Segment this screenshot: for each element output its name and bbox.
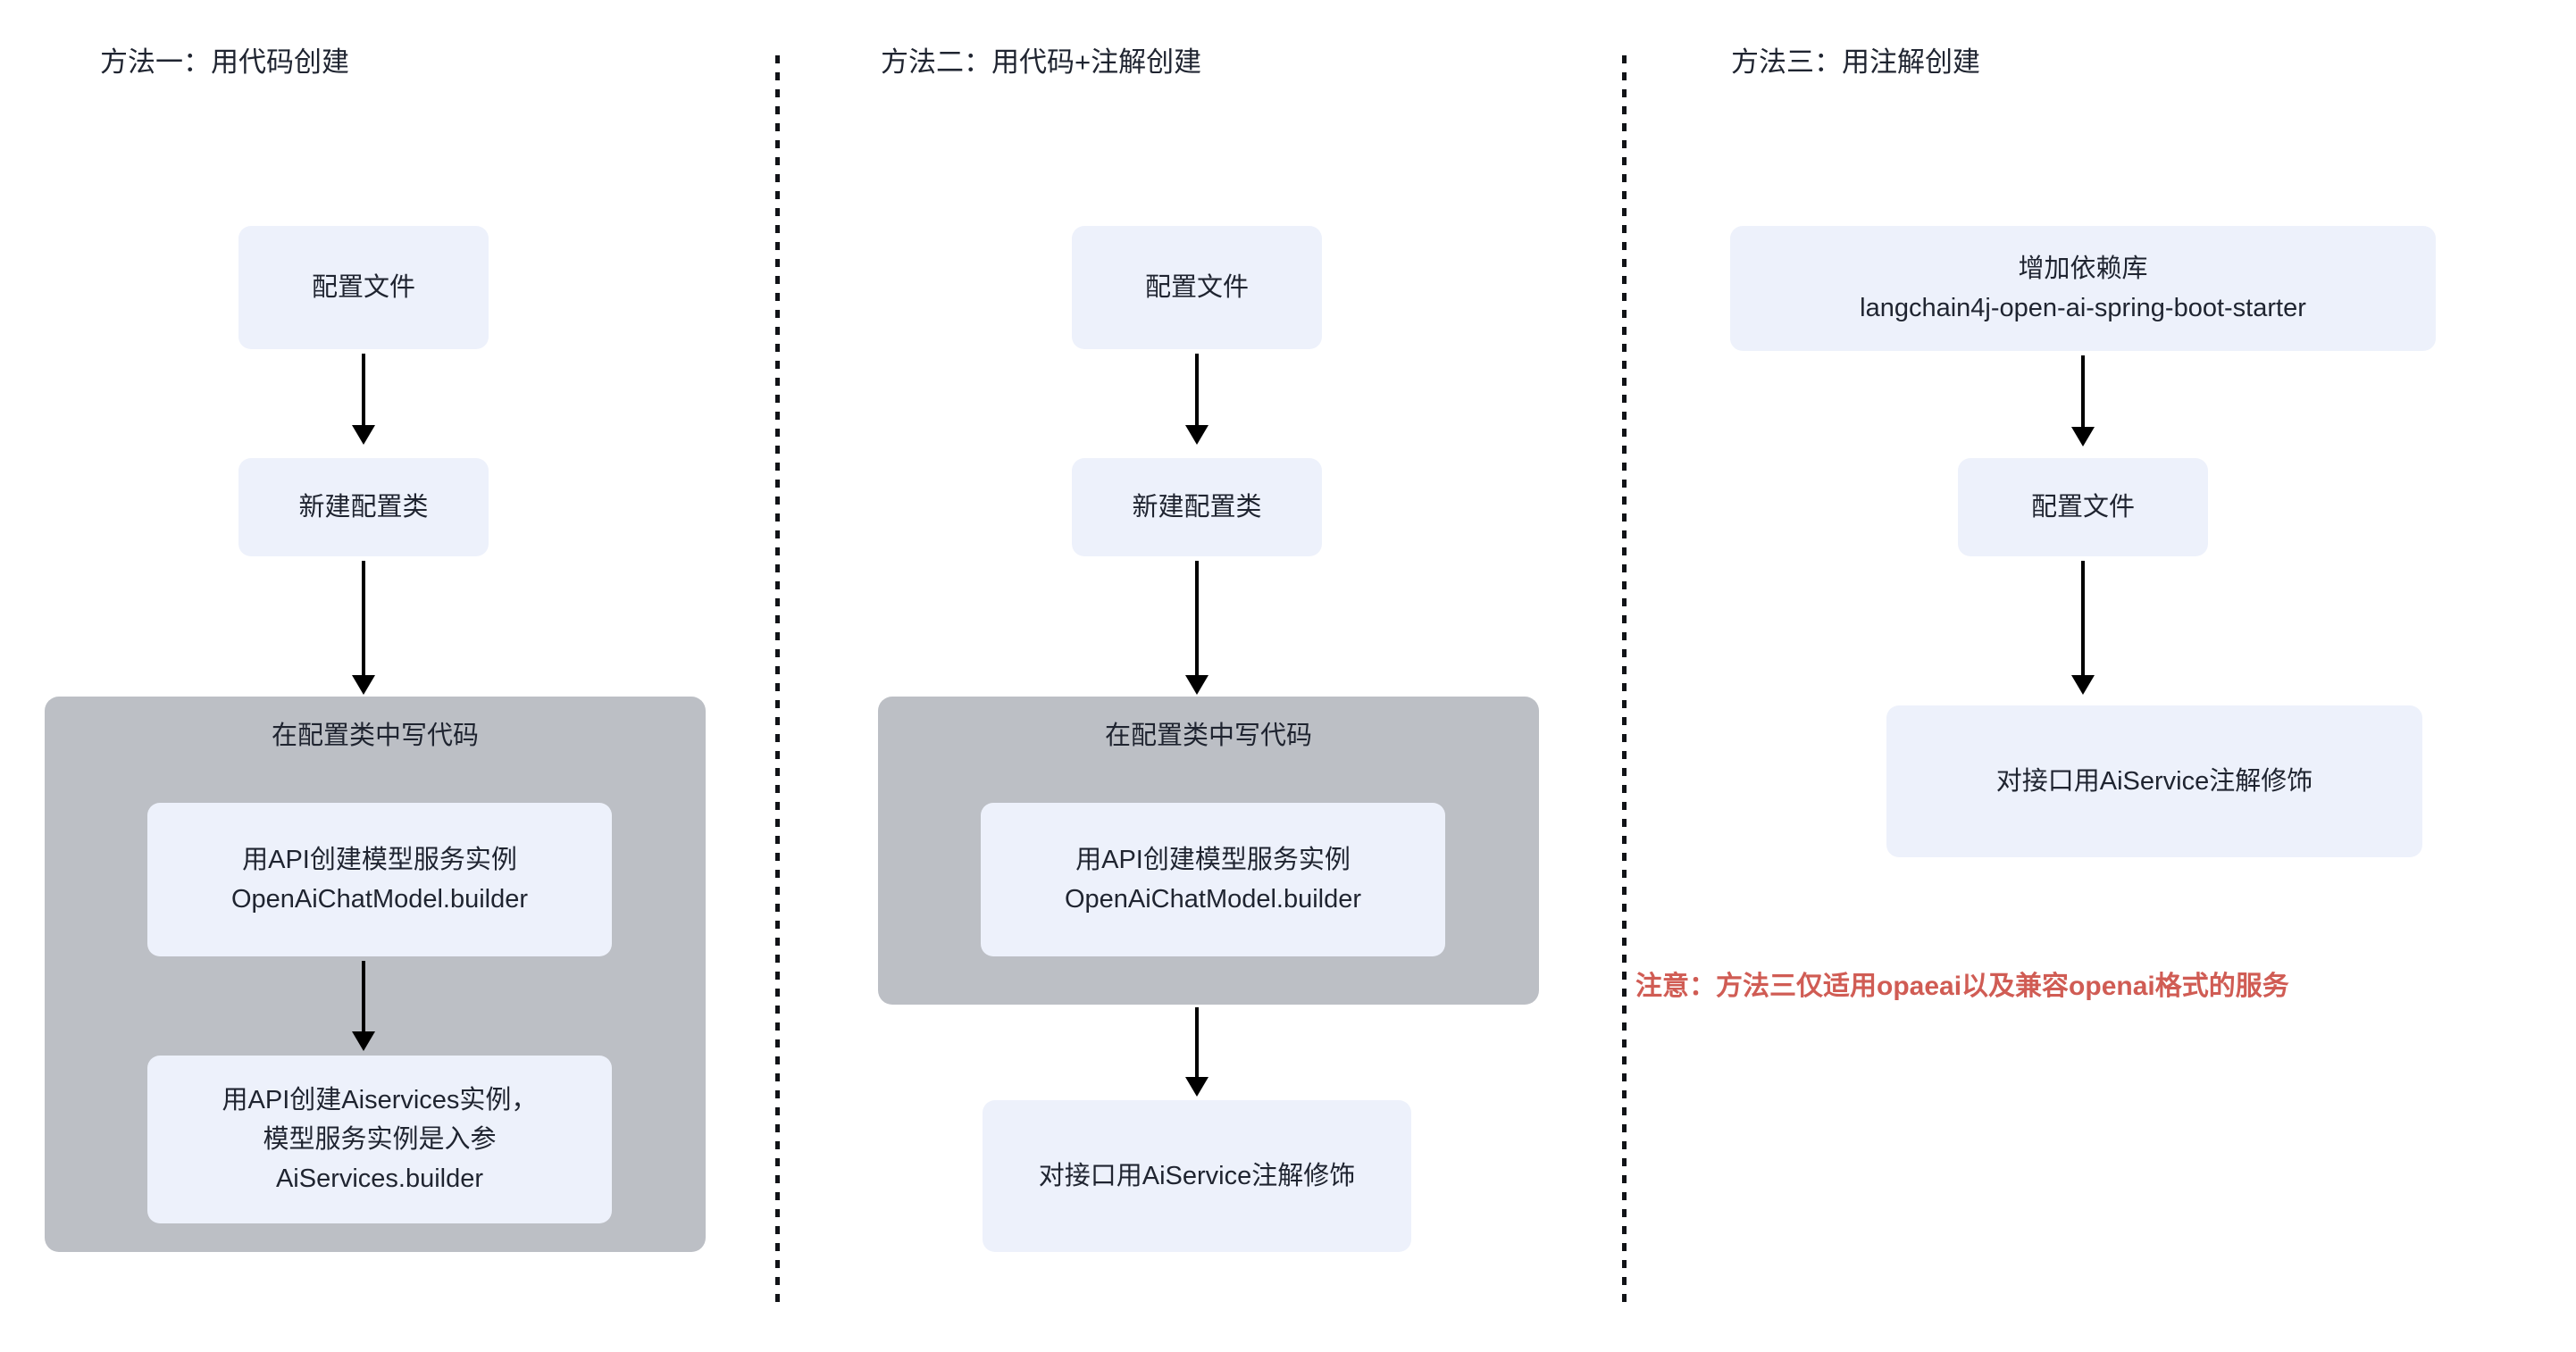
- node-annotate-interface-with-aiservice[interactable]: 对接口用AiService注解修饰: [1886, 705, 2422, 857]
- arrow-config-to-class: [1185, 354, 1209, 445]
- column-method-three: 方法三：用注解创建 增加依赖库 langchain4j-open-ai-spri…: [1627, 0, 2576, 1352]
- arrow-config-to-class: [352, 354, 375, 445]
- arrow-config-to-aiservice-annotation: [2071, 561, 2095, 695]
- column-method-two: 方法二：用代码+注解创建 配置文件 新建配置类 在配置类中写代码 用API创建模…: [780, 0, 1622, 1352]
- column-3-title: 方法三：用注解创建: [1731, 46, 1980, 78]
- node-add-dependency[interactable]: 增加依赖库 langchain4j-open-ai-spring-boot-st…: [1730, 226, 2436, 351]
- arrow-dependency-to-config: [2071, 355, 2095, 446]
- arrow-class-to-group: [352, 561, 375, 695]
- group-write-code-in-config-class: 在配置类中写代码 用API创建模型服务实例 OpenAiChatModel.bu…: [45, 697, 706, 1252]
- arrow-class-to-group: [1185, 561, 1209, 695]
- group-2-title: 在配置类中写代码: [1104, 722, 1312, 750]
- arrow-model-to-aiservices: [352, 961, 375, 1051]
- group-write-code-in-config-class: 在配置类中写代码 用API创建模型服务实例 OpenAiChatModel.bu…: [878, 697, 1539, 1005]
- group-1-title: 在配置类中写代码: [271, 722, 479, 750]
- node-create-model-service[interactable]: 用API创建模型服务实例 OpenAiChatModel.builder: [981, 803, 1445, 956]
- column-method-one: 方法一：用代码创建 配置文件 新建配置类 在配置类中写代码 用API创建模型服务…: [0, 0, 775, 1352]
- column-1-title: 方法一：用代码创建: [100, 46, 349, 78]
- node-new-config-class[interactable]: 新建配置类: [238, 458, 489, 556]
- column-divider-2: [1622, 55, 1627, 1310]
- column-2-title: 方法二：用代码+注解创建: [881, 46, 1202, 78]
- node-config-file[interactable]: 配置文件: [238, 226, 489, 349]
- node-annotate-interface-with-aiservice[interactable]: 对接口用AiService注解修饰: [983, 1100, 1411, 1252]
- node-new-config-class[interactable]: 新建配置类: [1072, 458, 1322, 556]
- column-divider-1: [775, 55, 780, 1310]
- node-config-file[interactable]: 配置文件: [1958, 458, 2208, 556]
- node-create-model-service[interactable]: 用API创建模型服务实例 OpenAiChatModel.builder: [147, 803, 612, 956]
- node-create-aiservices[interactable]: 用API创建Aiservices实例， 模型服务实例是入参 AiServices…: [147, 1056, 612, 1223]
- arrow-group-to-aiservice-annotation: [1185, 1007, 1209, 1097]
- node-config-file[interactable]: 配置文件: [1072, 226, 1322, 349]
- warning-note: 注意：方法三仅适用opaeai以及兼容openai格式的服务: [1635, 972, 2289, 1001]
